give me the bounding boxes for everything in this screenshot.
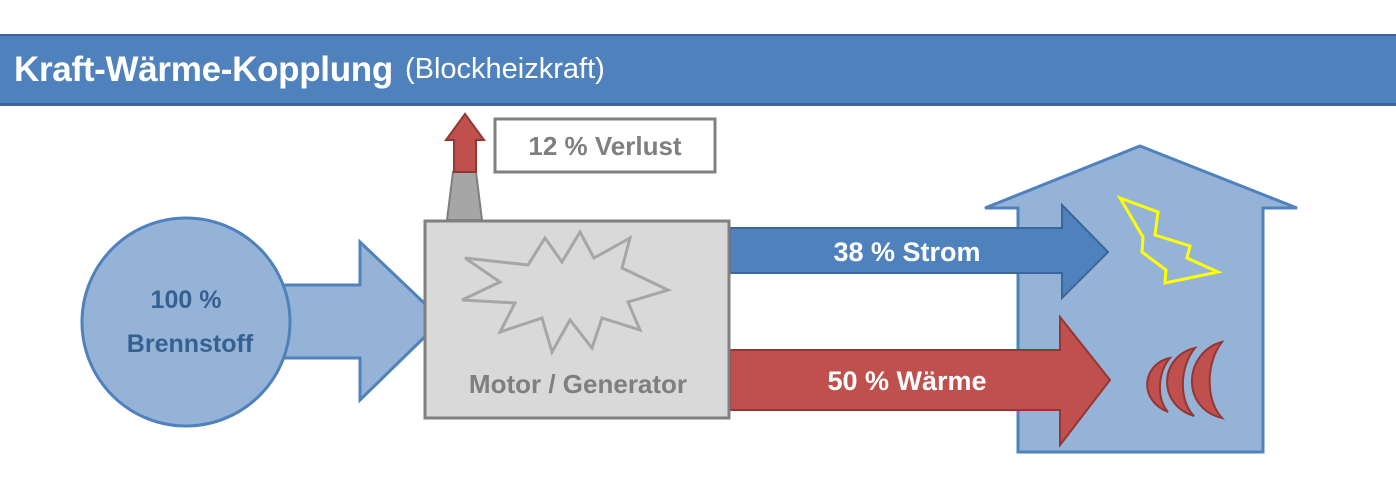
lightning-icon [1116, 195, 1223, 285]
engine-label: Motor / Generator [469, 369, 687, 399]
loss-box: 12 % Verlust [493, 117, 717, 174]
fuel-label-line2: Brennstoff [127, 330, 254, 358]
electricity-arrow: 38 % Strom [729, 202, 1110, 301]
electricity-label: 38 % Strom [833, 237, 980, 267]
title-main: Kraft-Wärme-Kopplung [14, 49, 393, 89]
loss-arrow [444, 112, 486, 173]
engine-box: Motor / Generator [423, 219, 731, 420]
loss-label: 12 % Verlust [528, 131, 682, 161]
title-sub: (Blockheizkraft) [404, 53, 605, 85]
fuel-label-line1: 100 % [151, 286, 222, 314]
title-bar: Kraft-Wärme-Kopplung (Blockheizkraft) [0, 34, 1396, 106]
heat-label: 50 % Wärme [827, 366, 986, 396]
chimney-icon [445, 171, 484, 221]
explosion-icon [461, 228, 673, 356]
heat-arrow: 50 % Wärme [729, 314, 1112, 448]
heat-waves-icon [1146, 340, 1226, 420]
fuel-arrow [268, 238, 445, 404]
fuel-circle: 100 % Brennstoff [80, 216, 292, 428]
